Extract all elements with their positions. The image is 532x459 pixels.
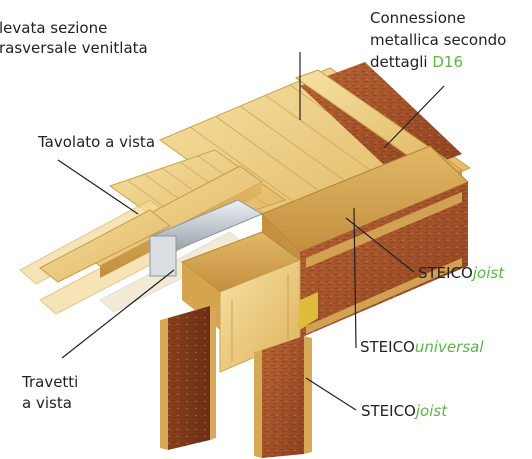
steico-brand: STEICO bbox=[360, 338, 415, 356]
leader-lines bbox=[57, 52, 445, 411]
leader-tavolato bbox=[57, 159, 139, 215]
label-tavolato: Tavolato a vista bbox=[38, 133, 156, 151]
leader-joist-bottom bbox=[305, 377, 357, 411]
label-connection-line3: dettagli D16 bbox=[370, 53, 463, 72]
steico-brand: STEICO bbox=[361, 402, 416, 420]
label-steico-universal: STEICOuniversal bbox=[360, 338, 484, 357]
leader-travetti bbox=[61, 269, 175, 359]
label-connection-line2: metallica secondo bbox=[370, 31, 507, 49]
label-section-line1: levata sezione bbox=[0, 19, 108, 37]
label-connection-prefix: dettagli bbox=[370, 53, 433, 71]
label-steico-joist-bottom: STEICOjoist bbox=[361, 402, 447, 421]
label-travetti-line1: Travetti bbox=[22, 373, 79, 391]
label-steico-joist-top: STEICOjoist bbox=[418, 264, 504, 283]
column-joist-left bbox=[160, 306, 216, 450]
steico-joist-beam bbox=[261, 145, 469, 338]
joist-suffix: joist bbox=[415, 402, 448, 420]
column-joist-right bbox=[254, 336, 312, 458]
connection-ref-link[interactable]: D16 bbox=[432, 53, 463, 71]
steico-brand: STEICO bbox=[418, 264, 473, 282]
leader-universal bbox=[353, 207, 357, 349]
universal-suffix: universal bbox=[414, 338, 484, 356]
leader-connection bbox=[383, 85, 445, 149]
main-rafter bbox=[39, 165, 263, 283]
label-travetti-line2: a vista bbox=[22, 394, 72, 412]
joist-suffix: joist bbox=[472, 264, 505, 282]
label-section-line2: rasversale venitlata bbox=[0, 39, 148, 57]
label-connection-line1: Connessione bbox=[370, 9, 466, 27]
leader-joist-top bbox=[345, 217, 415, 273]
